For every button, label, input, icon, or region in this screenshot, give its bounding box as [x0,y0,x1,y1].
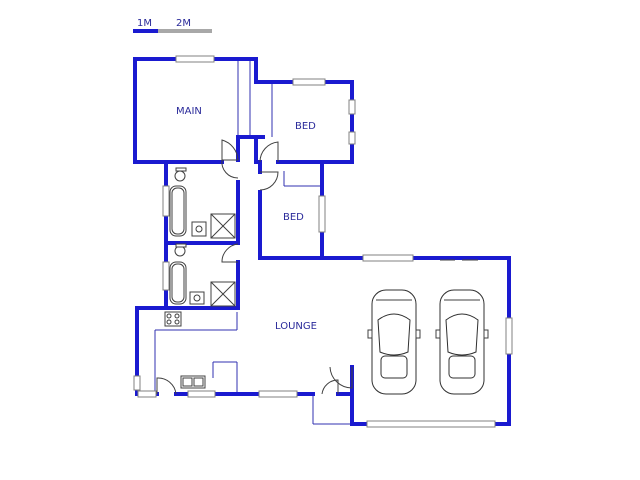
window-bath-2 [162,261,170,291]
window-bath-1 [162,185,170,217]
car-left-icon [367,289,421,395]
scale-label-2m: 2M [176,18,191,29]
toilet-icon [174,170,186,182]
scale-bar: 1M 2M [133,18,212,33]
interior-lines [154,60,352,425]
window-bed-right-lower [348,131,356,145]
window-bed-top [292,78,326,86]
bath-2-fixtures [169,243,236,307]
window-sw [137,390,157,398]
car-right-icon [435,289,489,395]
room-label-bed-1: BED [295,121,316,132]
window-west [133,375,141,391]
bath-1-fixtures [169,167,236,239]
window-main-top [175,55,215,63]
room-label-bed-2: BED [283,212,304,223]
room-label-lounge: LOUNGE [275,321,317,332]
kitchen-fixtures [164,311,206,389]
window-bed-2 [318,195,326,233]
window-kitchen [187,390,216,398]
doors [156,139,353,395]
window-bed-right-upper [348,99,356,115]
scale-label-1m: 1M [137,18,152,29]
windows [133,55,513,428]
room-label-main: MAIN [176,106,202,117]
window-garage-right [505,317,513,355]
window-lounge [258,390,298,398]
window-garage-top [362,254,414,262]
garage-door [366,420,496,428]
